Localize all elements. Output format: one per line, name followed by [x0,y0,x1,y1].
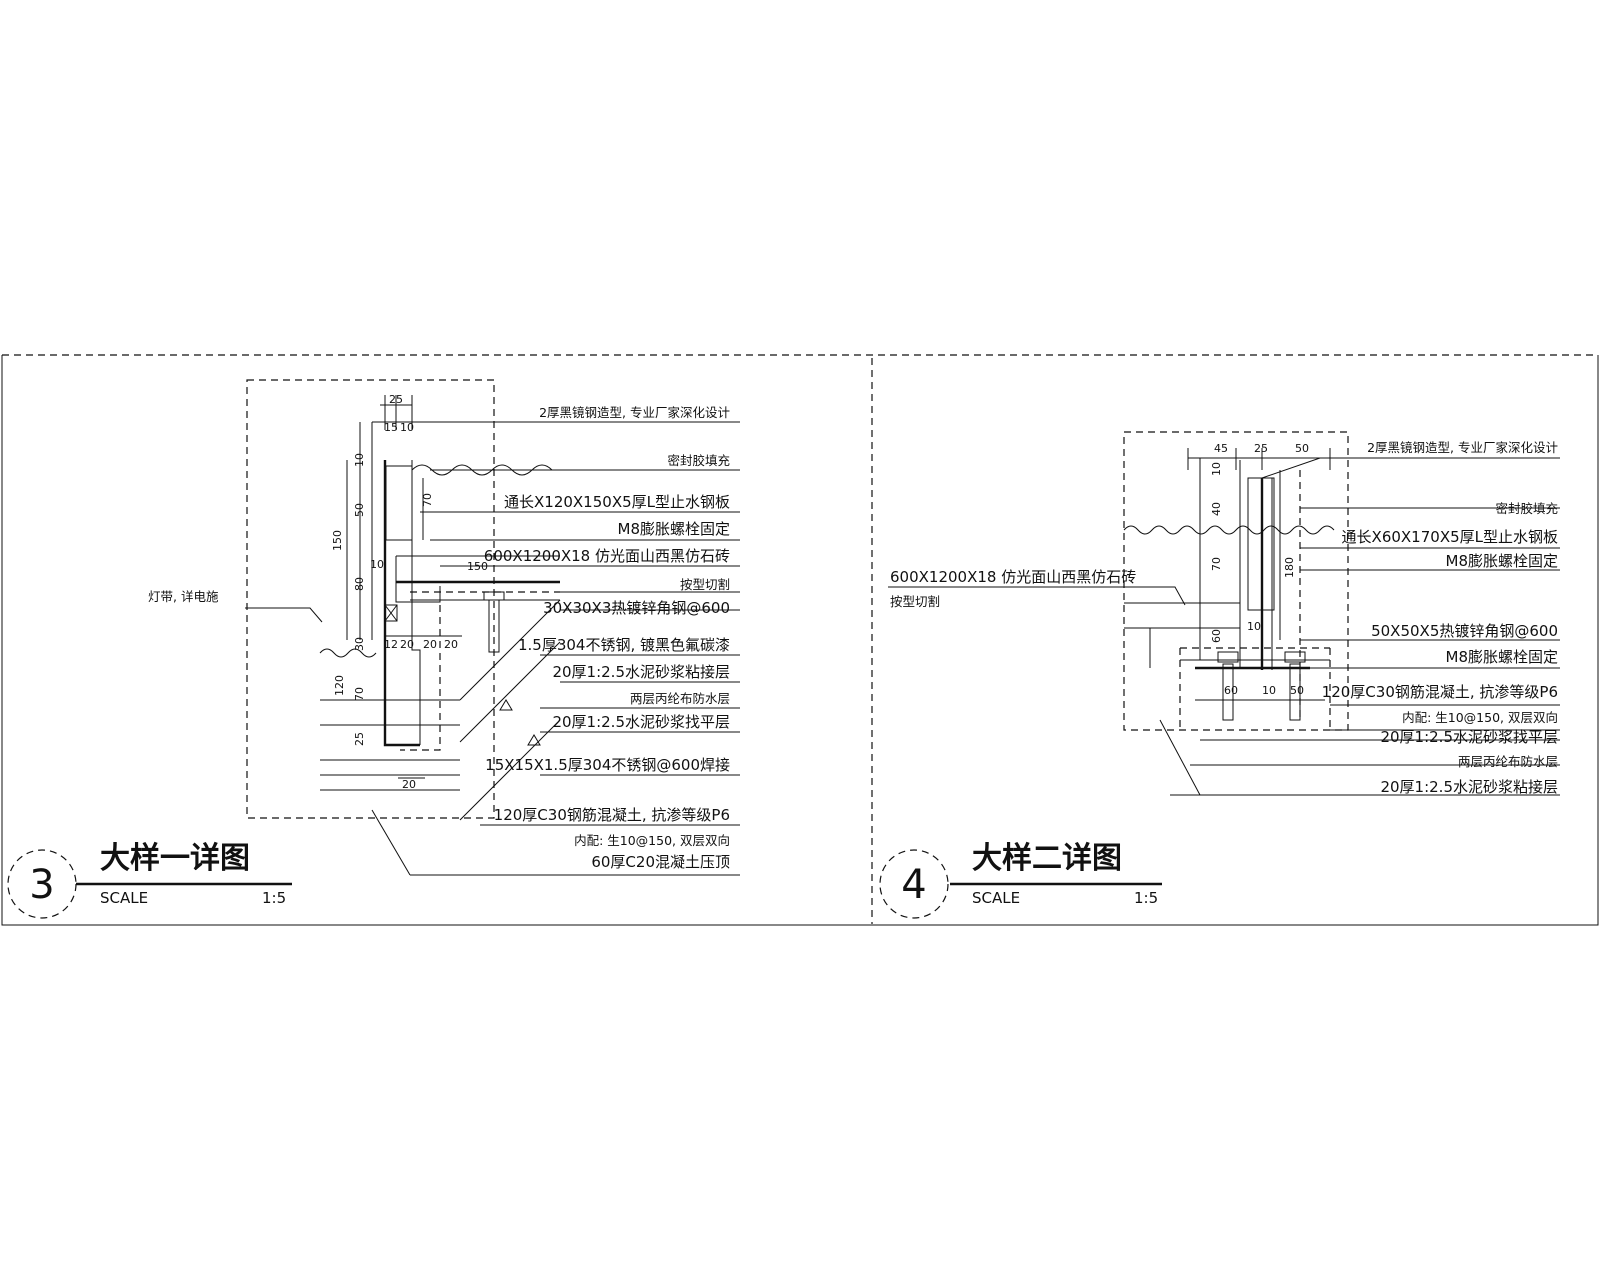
dim-25-v: 25 [353,732,366,746]
note-2-3: 通长X60X170X5厚L型止水钢板 [1342,528,1558,546]
note-2-8: 内配: 生10@150, 双层双向 [1402,710,1558,725]
detail-2-scale-label: SCALE [972,889,1020,907]
detail-1-number: 3 [29,862,54,908]
dim-70-v: 70 [421,493,434,507]
note-2-9: 20厚1:2.5水泥砂浆找平层 [1380,728,1558,746]
note-1-4: M8膨胀螺栓固定 [618,520,731,538]
note-1-9: 20厚1:2.5水泥砂浆粘接层 [552,663,730,681]
dim-20-b: 20 [423,638,437,651]
detail-2-scale-value: 1:5 [1134,889,1158,907]
callout-light-strip: 灯带, 详电施 [148,589,219,604]
detail-2-boundary [1123,431,1349,731]
callout-cut: 按型切割 [890,594,940,609]
detail-2-title: 大样二详图 [972,841,1122,876]
note-1-11: 20厚1:2.5水泥砂浆找平层 [552,713,730,731]
note-1-6: 按型切割 [680,577,730,592]
note-1-7: 30X30X3热镀锌角钢@600 [543,599,730,617]
dim-50-v: 50 [353,503,366,517]
note-2-10: 两层丙纶布防水层 [1458,754,1558,769]
sheet-frame [1,354,1599,926]
dim-80-v: 80 [353,577,366,591]
dim2-50-b: 50 [1290,684,1304,697]
dim-120-v: 120 [333,675,346,696]
dim2-25: 25 [1254,442,1268,455]
note-1-2: 密封胶填充 [667,453,730,468]
dim-150-h: 150 [467,560,488,573]
dim-30-v: 30 [353,637,366,651]
dim-10-v: 10 [353,453,366,467]
note-1-15: 60厚C20混凝土压顶 [591,853,730,871]
dim2-10-h: 10 [1247,620,1261,633]
dim-20-a: 20 [400,638,414,651]
detail-2: 45 25 50 10 40 70 180 10 60 60 10 50 600… [879,431,1560,919]
dim-150-v: 150 [331,530,344,551]
note-1-8: 1.5厚304不锈钢, 镀黑色氟碳漆 [518,636,730,654]
note-1-1: 2厚黑镜钢造型, 专业厂家深化设计 [539,405,730,420]
detail-1-title: 大样一详图 [100,841,250,876]
dim-20-c: 20 [444,638,458,651]
detail-1: 25 15 10 10 50 70 150 10 150 80 30 120 7… [7,379,740,919]
callout-tile: 600X1200X18 仿光面山西黑仿石砖 [890,568,1136,586]
detail-2-number-circle [879,849,949,919]
dim-10-h: 10 [370,558,384,571]
dim2-45: 45 [1214,442,1228,455]
note-2-11: 20厚1:2.5水泥砂浆粘接层 [1380,778,1558,796]
note-1-14: 内配: 生10@150, 双层双向 [574,833,730,848]
note-1-5: 600X1200X18 仿光面山西黑仿石砖 [484,547,730,565]
note-2-6: M8膨胀螺栓固定 [1446,648,1559,666]
note-1-13: 120厚C30钢筋混凝土, 抗渗等级P6 [494,806,730,824]
dim2-50: 50 [1295,442,1309,455]
note-2-2: 密封胶填充 [1495,501,1558,516]
dim2-60-h: 60 [1224,684,1238,697]
note-1-10: 两层丙纶布防水层 [630,691,730,706]
dim2-60-v: 60 [1210,629,1223,643]
dim2-70: 70 [1210,557,1223,571]
dim-70-v2: 70 [353,687,366,701]
note-1-3: 通长X120X150X5厚L型止水钢板 [504,493,730,511]
mirror-steel-hatch [385,465,413,541]
dim-15: 15 [384,421,398,434]
detail-1-scale-value: 1:5 [262,889,286,907]
detail-2-number: 4 [901,862,926,908]
note-2-1: 2厚黑镜钢造型, 专业厂家深化设计 [1367,440,1558,455]
dim-12: 12 [384,638,398,651]
dim2-10: 10 [1210,462,1223,476]
note-2-4: M8膨胀螺栓固定 [1446,552,1559,570]
note-2-7: 120厚C30钢筋混凝土, 抗渗等级P6 [1322,683,1558,701]
note-2-5: 50X50X5热镀锌角钢@600 [1371,622,1558,640]
detail-1-scale-label: SCALE [100,889,148,907]
dim-20-d: 20 [402,778,416,791]
dim2-180: 180 [1283,557,1296,578]
detail-1-boundary [246,379,495,819]
dim-25: 25 [389,393,403,406]
dim2-40: 40 [1210,502,1223,516]
note-1-12: 15X15X1.5厚304不锈钢@600焊接 [485,756,730,774]
dim2-10-b: 10 [1262,684,1276,697]
dim-10: 10 [400,421,414,434]
